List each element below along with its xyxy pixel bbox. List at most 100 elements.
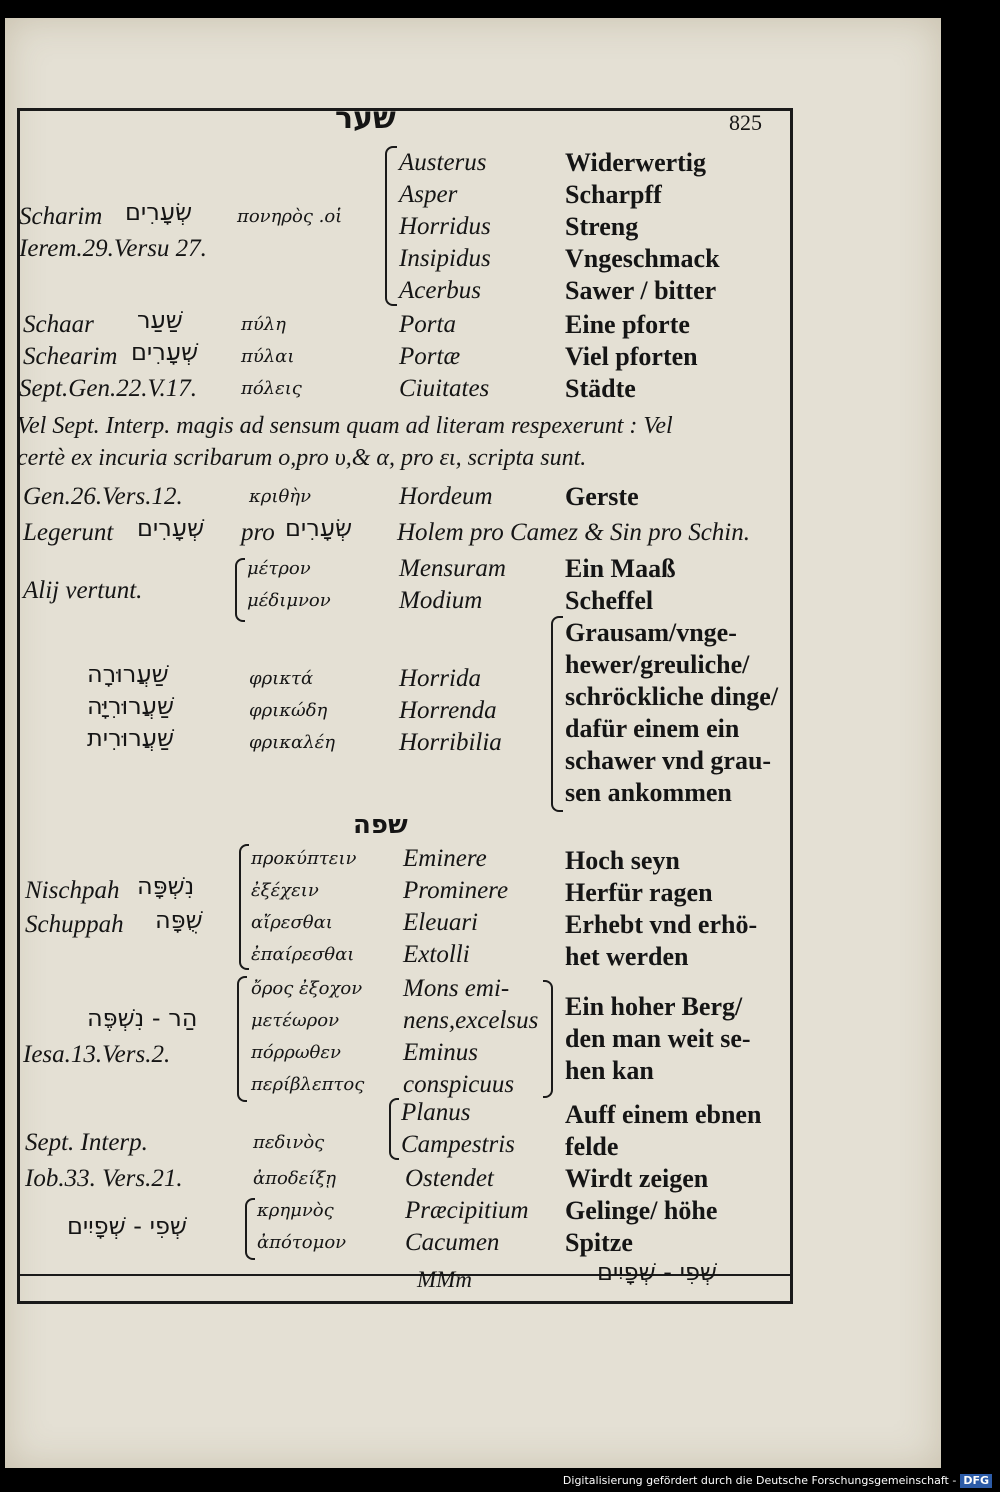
greek-word: φρικαλέη — [249, 732, 336, 753]
transliteration: Schearim — [23, 343, 118, 370]
german-term: hen kan — [565, 1056, 654, 1085]
german-term: Auff einem ebnen — [565, 1100, 762, 1129]
hebrew-word: שְׂעָרִים — [285, 514, 353, 542]
footer-rule — [17, 1274, 793, 1276]
greek-word: πεδινὸς — [253, 1132, 325, 1153]
page-number: 825 — [729, 110, 762, 135]
greek-word: μέδιμνον — [247, 590, 331, 611]
hebrew-word: שֻׁפָּה — [155, 906, 203, 934]
german-term: Gerste — [565, 482, 639, 511]
latin-term: Hordeum — [399, 483, 493, 510]
book-page: שער 825 Austerus Asper Horridus Insipidu… — [5, 18, 941, 1468]
german-term: sen ankommen — [565, 778, 732, 807]
hebrew-word: שַׁעֲרוּרָה — [87, 660, 169, 688]
german-term: Vngeschmack — [565, 244, 720, 273]
latin-term: Extolli — [403, 941, 470, 968]
transliteration: Schuppah — [25, 911, 124, 938]
reference: Ierem.29.Versu 27. — [19, 235, 207, 262]
brace — [239, 844, 249, 970]
latin-term: Mensuram — [399, 555, 506, 582]
dfg-logo: DFG — [960, 1474, 992, 1488]
german-term: schröckliche dinge/ — [565, 682, 779, 711]
note-line: Vel Sept. Interp. magis ad sensum quam a… — [17, 413, 673, 439]
latin-term: Insipidus — [399, 245, 491, 272]
brace — [235, 558, 245, 622]
german-term: Scharpff — [565, 180, 662, 209]
latin-term: Ciuitates — [399, 375, 490, 402]
hebrew-word: נִשְׁפָּה — [137, 872, 195, 900]
reference: Gen.26.Vers.12. — [23, 483, 183, 510]
latin-term: Acerbus — [399, 277, 481, 304]
reference: Sept. Interp. — [25, 1129, 148, 1156]
latin-term: nens,excelsus — [403, 1007, 539, 1034]
greek-word: πονηρὸς .οἱ — [237, 206, 343, 227]
latin-phrase: Legerunt — [23, 519, 114, 546]
latin-term: Portæ — [399, 343, 461, 370]
latin-term: Campestris — [401, 1131, 515, 1158]
german-term: Eine pforte — [565, 310, 690, 339]
greek-word: ἀπότομον — [257, 1232, 347, 1253]
german-term: Grausam/vnge- — [565, 618, 737, 647]
greek-word: μέτρον — [247, 558, 311, 579]
german-term: Erhebt vnd erhö- — [565, 910, 758, 939]
german-term: dafür einem ein — [565, 714, 740, 743]
latin-term: Ostendet — [405, 1165, 494, 1192]
reference: Alij vertunt. — [23, 577, 143, 604]
hebrew-word: הַר - נִשְׁפֶּה — [87, 1004, 198, 1032]
latin-term: Eleuari — [403, 909, 478, 936]
transliteration: Scharim — [19, 203, 103, 230]
greek-word: πύλαι — [241, 346, 295, 367]
greek-word: ἀποδείξῃ — [253, 1168, 337, 1189]
greek-word: κριθὴν — [249, 486, 312, 507]
german-term: Spitze — [565, 1228, 633, 1257]
german-term: Scheffel — [565, 586, 654, 615]
brace — [385, 146, 397, 306]
german-term: Ein Maaß — [565, 554, 676, 583]
greek-word: φρικτά — [249, 668, 314, 689]
transliteration: Schaar — [23, 311, 94, 338]
section-heading-hebrew: שפה — [353, 810, 408, 840]
brace — [389, 1098, 399, 1160]
greek-word: ἐπαίρεσθαι — [251, 944, 355, 965]
latin-term: Cacumen — [405, 1229, 500, 1256]
latin-term: Horribilia — [399, 729, 502, 756]
latin-term: Eminus — [403, 1039, 478, 1066]
hebrew-word: שְׁפִי - שְׁפָיִים — [67, 1212, 187, 1240]
german-term: Wirdt zeigen — [565, 1164, 709, 1193]
german-term: het werden — [565, 942, 689, 971]
german-term: Ein hoher Berg/ — [565, 992, 743, 1021]
greek-word: φρικώδη — [249, 700, 328, 721]
greek-word: μετέωρον — [251, 1010, 340, 1031]
german-term: hewer/greuliche/ — [565, 650, 750, 679]
latin-term: Horrida — [399, 665, 481, 692]
latin-term: Asper — [399, 181, 458, 208]
signature-mark: MMm — [417, 1267, 472, 1292]
latin-term: Eminere — [403, 845, 487, 872]
german-term: schawer vnd grau- — [565, 746, 772, 775]
latin-term: Præcipitium — [405, 1197, 529, 1224]
latin-term: Horridus — [399, 213, 491, 240]
latin-term: Planus — [401, 1099, 471, 1126]
german-term: Widerwertig — [565, 148, 707, 177]
latin-phrase: Holem pro Camez & Sin pro Schin. — [397, 519, 750, 546]
transliteration: Nischpah — [25, 877, 120, 904]
catchword: שְׁפִי - שְׁפָיִים — [597, 1258, 717, 1286]
reference: Iob.33. Vers.21. — [25, 1165, 183, 1192]
greek-word: κρημνὸς — [257, 1200, 334, 1221]
hebrew-word: שְׁעָרִים — [131, 338, 199, 366]
footer-text: Digitalisierung gefördert durch die Deut… — [562, 1474, 957, 1487]
greek-word: περίβλεπτος — [251, 1074, 365, 1095]
page-frame — [17, 108, 793, 1304]
latin-phrase: pro — [241, 519, 275, 546]
note-line: certè ex incuria scribarum ο,pro υ,& α, … — [17, 445, 587, 471]
greek-word: προκύπτειν — [251, 848, 357, 869]
hebrew-word: שְׂעָרִים — [125, 198, 193, 226]
digitization-footer: Digitalisierung gefördert durch die Deut… — [563, 1470, 992, 1492]
german-term: den man weit se- — [565, 1024, 751, 1053]
latin-term: Austerus — [399, 149, 487, 176]
greek-word: αἴρεσθαι — [251, 912, 333, 933]
greek-word: ἐξέχειν — [251, 880, 319, 901]
brace — [551, 616, 563, 812]
brace — [237, 976, 247, 1102]
german-term: Sawer / bitter — [565, 276, 717, 305]
